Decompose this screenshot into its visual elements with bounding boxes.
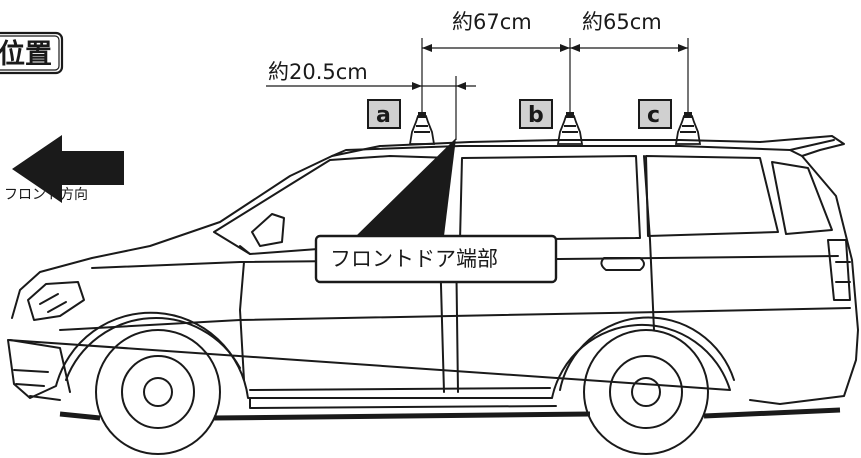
front-door-label: フロントドア端部 <box>330 247 498 271</box>
mount-label-b: b <box>519 99 553 129</box>
minivan-illustration <box>7 135 859 455</box>
mount-labels: a b c <box>367 99 672 129</box>
callout-pointer <box>356 138 456 236</box>
mount-label-c: c <box>638 99 672 129</box>
title-box: 位置 <box>0 31 64 75</box>
svg-text:c: c <box>647 103 660 128</box>
left-arrow-icon <box>12 135 124 203</box>
dimension-a-offset: 約20.5cm <box>268 60 368 84</box>
front-direction-label: フロント方向 <box>4 187 88 203</box>
front-door-callout: フロントドア端部 <box>314 138 558 284</box>
roof-rack-foot-icon <box>556 112 584 145</box>
title-fragment: 位置 <box>0 38 52 70</box>
dimension-lines: 約67cm 約65cm 約20.5cm <box>266 10 689 140</box>
roof-rack-foot-icon <box>408 112 436 145</box>
dimension-b-to-c: 約65cm <box>582 10 662 34</box>
mount-label-a: a <box>367 99 401 129</box>
front-direction-indicator: フロント方向 <box>4 135 124 203</box>
svg-text:a: a <box>376 103 391 128</box>
dimension-a-to-b: 約67cm <box>452 10 532 34</box>
roof-rack-feet <box>408 112 702 145</box>
svg-text:b: b <box>528 103 544 128</box>
